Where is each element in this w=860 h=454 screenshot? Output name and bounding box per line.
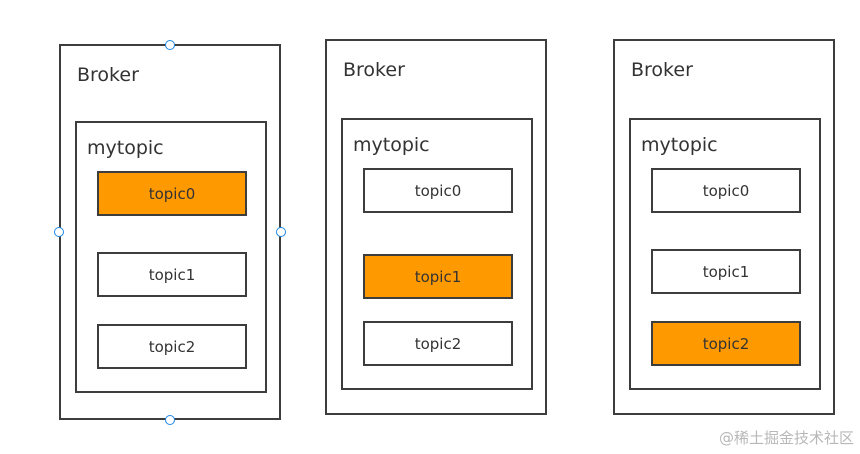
partition-topic2[interactable]: topic2 [363, 321, 513, 366]
partition-topic2[interactable]: topic2 [97, 324, 247, 369]
broker-label: Broker [631, 59, 693, 81]
broker-label: Broker [343, 59, 405, 81]
resize-handle-left[interactable] [54, 227, 64, 237]
topic-label: mytopic [353, 134, 430, 156]
resize-handle-bottom[interactable] [165, 415, 175, 425]
broker-label: Broker [77, 64, 139, 86]
partition-topic0[interactable]: topic0 [363, 168, 513, 213]
resize-handle-right[interactable] [276, 227, 286, 237]
topic-label: mytopic [87, 137, 164, 159]
resize-handle-top[interactable] [165, 40, 175, 50]
topic-group-mytopic: mytopic topic0 topic1 topic2 [629, 118, 821, 390]
topic-group-mytopic: mytopic topic0 topic1 topic2 [75, 121, 267, 393]
broker-3[interactable]: Broker mytopic topic0 topic1 topic2 [613, 39, 835, 415]
partition-topic0[interactable]: topic0 [97, 171, 247, 216]
partition-topic0[interactable]: topic0 [651, 168, 801, 213]
watermark: @稀土掘金技术社区 [718, 429, 854, 447]
partition-topic2[interactable]: topic2 [651, 321, 801, 366]
broker-2[interactable]: Broker mytopic topic0 topic1 topic2 [325, 39, 547, 415]
partition-topic1[interactable]: topic1 [363, 254, 513, 299]
topic-group-mytopic: mytopic topic0 topic1 topic2 [341, 118, 533, 390]
partition-topic1[interactable]: topic1 [97, 252, 247, 297]
broker-1[interactable]: Broker mytopic topic0 topic1 topic2 [59, 44, 281, 420]
topic-label: mytopic [641, 134, 718, 156]
partition-topic1[interactable]: topic1 [651, 249, 801, 294]
